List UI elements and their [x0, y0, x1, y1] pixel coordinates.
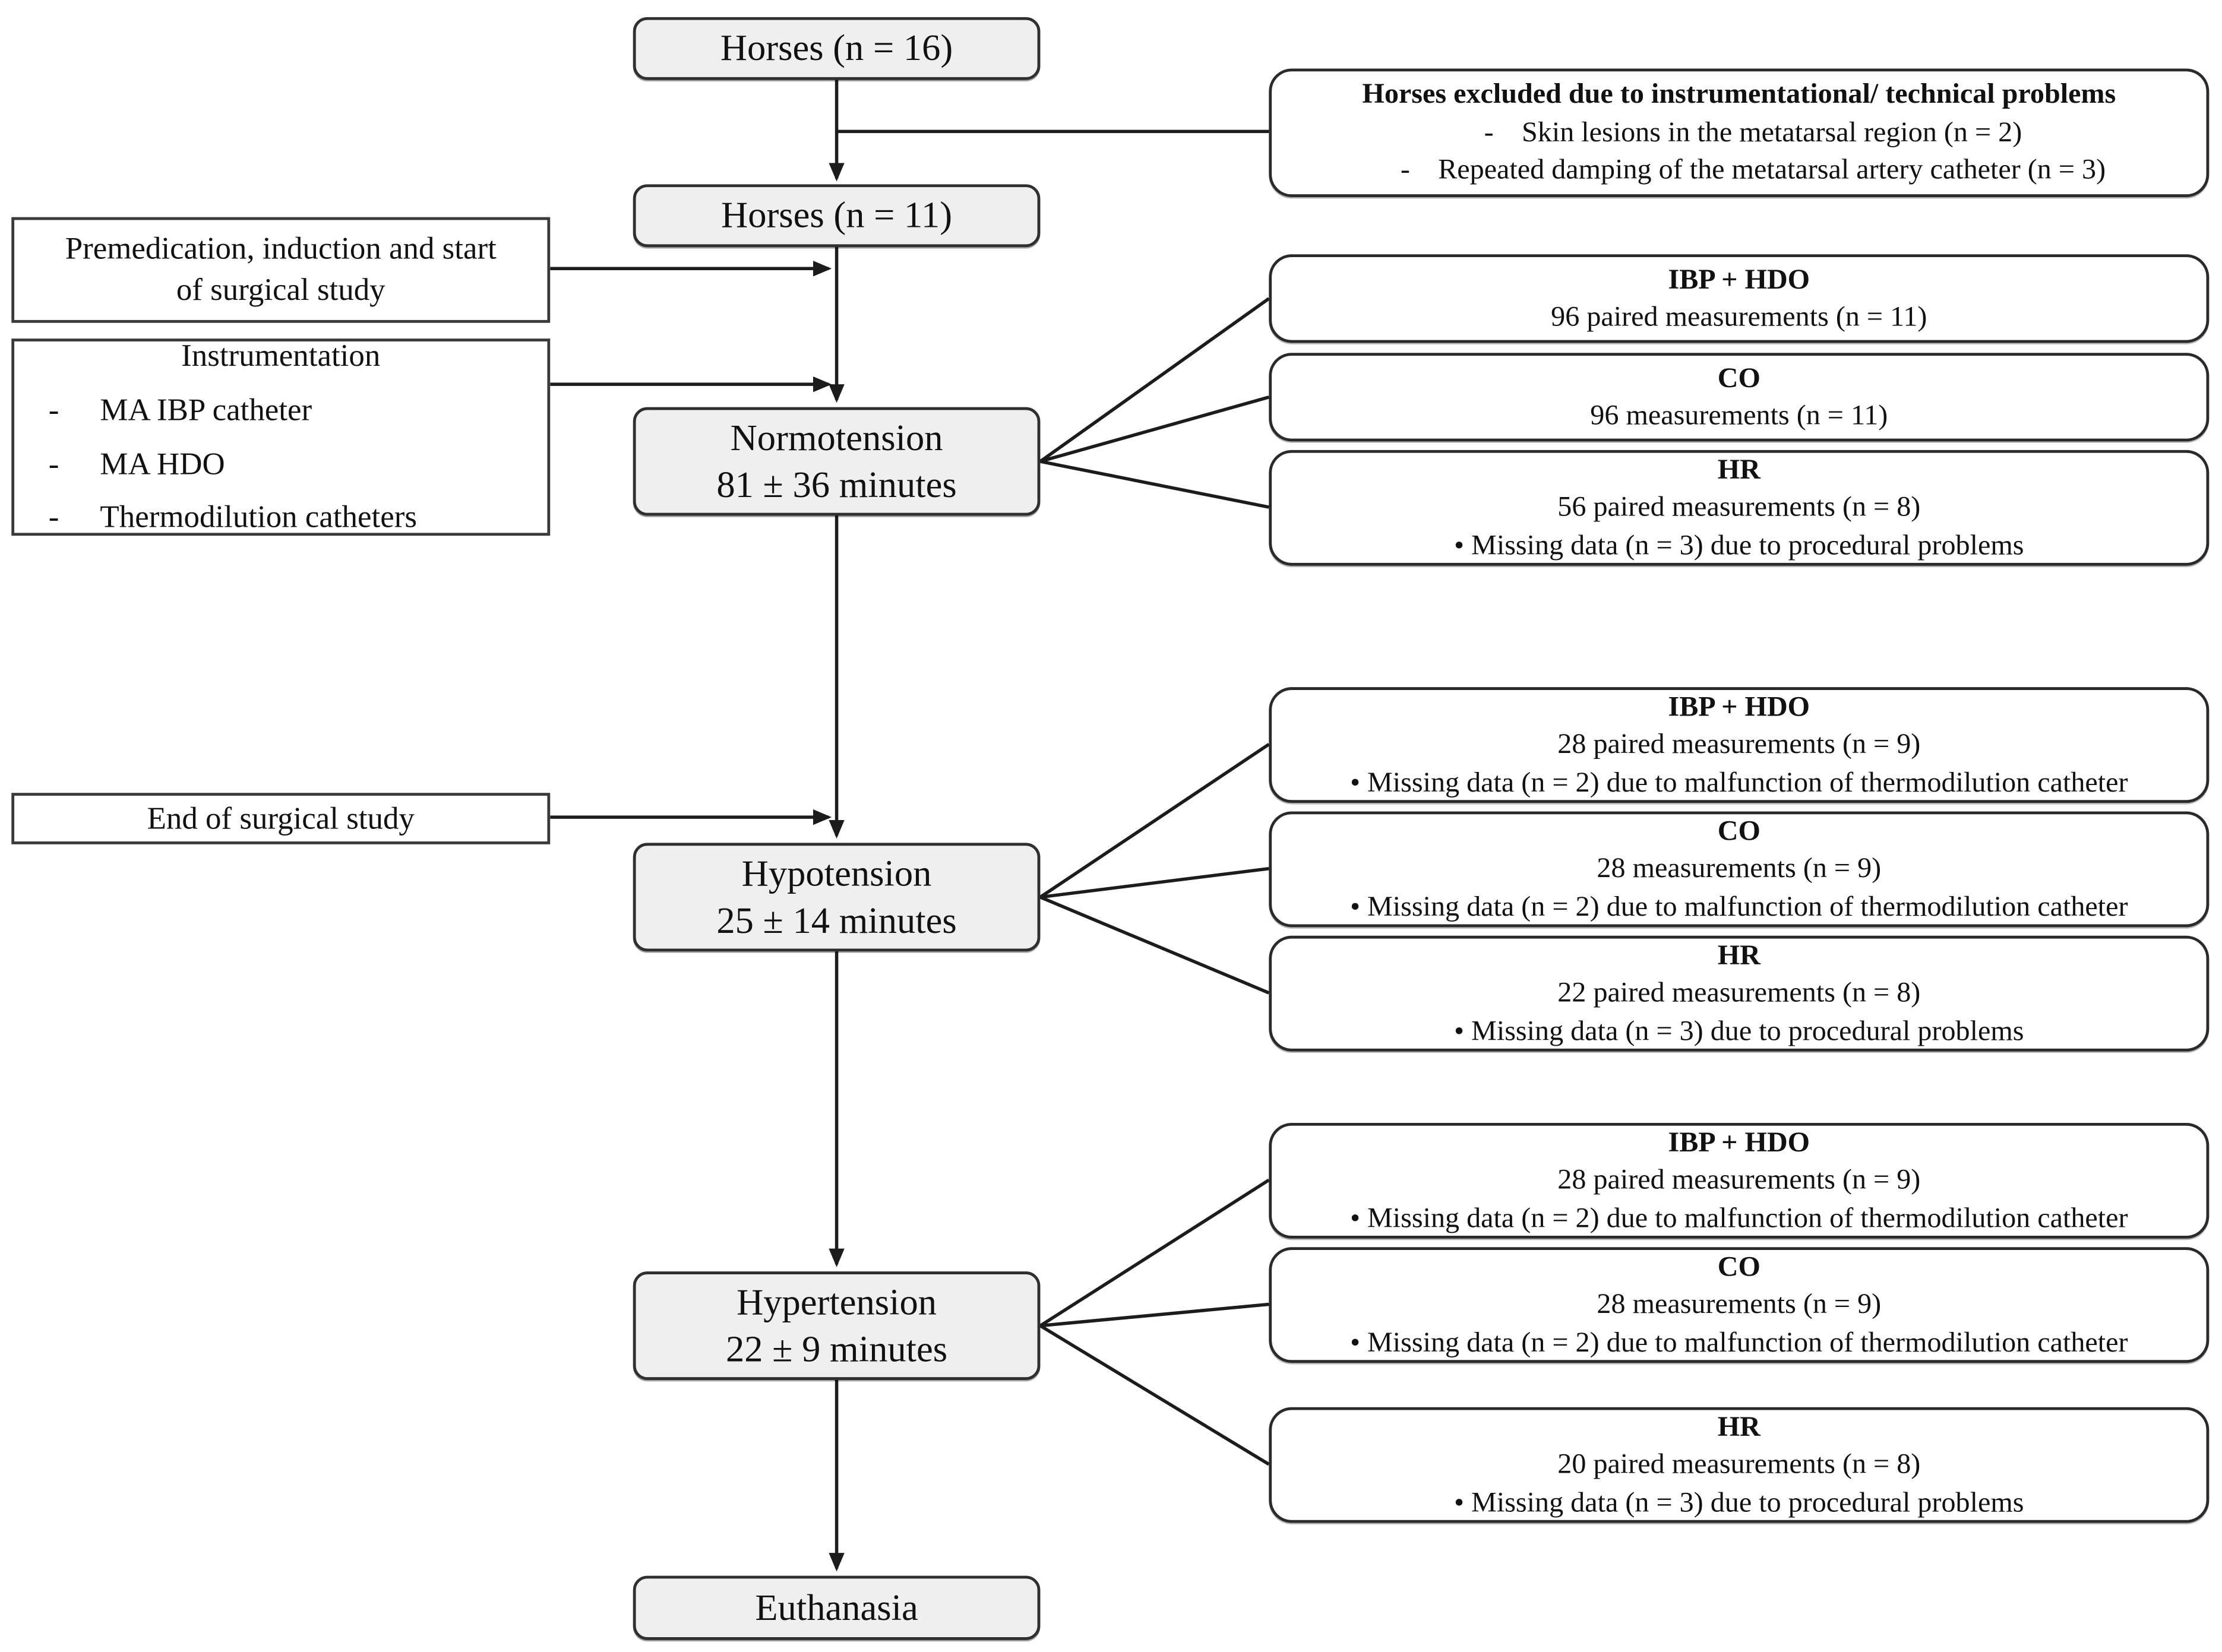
hypertension-duration: 22 ± 9 minutes — [725, 1328, 948, 1371]
dash-bullet: - — [1400, 154, 1410, 186]
instrumentation-item: - MA HDO — [14, 444, 547, 485]
measurement-note: • Missing data (n = 2) due to malfunctio… — [1350, 891, 2128, 923]
end-of-study-box: End of surgical study — [11, 793, 551, 844]
normotension-box: Normotension 81 ± 36 minutes — [633, 407, 1041, 516]
exclusion-item: -Skin lesions in the metatarsal region (… — [1456, 114, 2022, 151]
hypertension-box: Hypertension 22 ± 9 minutes — [633, 1271, 1041, 1380]
measurement-box-hypertension-co: CO 28 measurements (n = 9) • Missing dat… — [1269, 1247, 2210, 1363]
dash-bullet: - — [48, 498, 59, 534]
exclusion-item-label: Skin lesions in the metatarsal region (n… — [1522, 116, 2022, 148]
measurement-note: • Missing data (n = 2) due to malfunctio… — [1350, 767, 2128, 799]
measurement-box-hypotension-co: CO 28 measurements (n = 9) • Missing dat… — [1269, 811, 2210, 928]
instrumentation-heading: Instrumentation — [181, 337, 381, 374]
exclusion-item: -Repeated damping of the metatarsal arte… — [1373, 151, 2106, 189]
horses-16-label: Horses (n = 16) — [720, 27, 953, 69]
hypotension-duration: 25 ± 14 minutes — [716, 900, 957, 942]
dash-bullet: - — [48, 391, 59, 428]
exclusion-item-label: Repeated damping of the metatarsal arter… — [1438, 154, 2106, 186]
measurement-title: IBP + HDO — [1668, 1126, 1810, 1159]
horses-11-box: Horses (n = 11) — [633, 184, 1041, 248]
instrumentation-item-label: Thermodilution catheters — [100, 498, 417, 534]
euthanasia-box: Euthanasia — [633, 1575, 1041, 1640]
measurement-title: CO — [1717, 1251, 1760, 1283]
exclusion-box: Horses excluded due to instrumentational… — [1269, 68, 2210, 197]
euthanasia-label: Euthanasia — [755, 1587, 918, 1629]
measurement-title: CO — [1717, 815, 1760, 847]
dash-bullet: - — [48, 445, 59, 481]
measurement-value: 28 paired measurements (n = 9) — [1557, 1164, 1921, 1197]
measurement-box-normotension-co: CO 96 measurements (n = 11) — [1269, 353, 2210, 442]
instrumentation-item-label: MA HDO — [100, 445, 225, 481]
measurement-value: 96 measurements (n = 11) — [1590, 400, 1888, 432]
measurement-box-normotension-ibp-hdo: IBP + HDO 96 paired measurements (n = 11… — [1269, 254, 2210, 343]
measurement-box-normotension-hr: HR 56 paired measurements (n = 8) • Miss… — [1269, 450, 2210, 566]
instrumentation-item-label: MA IBP catheter — [100, 391, 312, 428]
measurement-title: IBP + HDO — [1668, 264, 1810, 296]
measurement-box-hypotension-ibp-hdo: IBP + HDO 28 paired measurements (n = 9)… — [1269, 687, 2210, 803]
measurement-title: IBP + HDO — [1668, 691, 1810, 723]
measurement-box-hypertension-hr: HR 20 paired measurements (n = 8) • Miss… — [1269, 1407, 2210, 1523]
measurement-value: 28 measurements (n = 9) — [1597, 1289, 1882, 1321]
measurement-value: 22 paired measurements (n = 8) — [1557, 977, 1921, 1009]
measurement-box-hypotension-hr: HR 22 paired measurements (n = 8) • Miss… — [1269, 935, 2210, 1052]
measurement-note: • Missing data (n = 2) due to malfunctio… — [1350, 1327, 2128, 1359]
measurement-title: CO — [1717, 362, 1760, 394]
instrumentation-box: Instrumentation - MA IBP catheter - MA H… — [11, 337, 551, 538]
normotension-duration: 81 ± 36 minutes — [716, 464, 957, 506]
premedication-label: Premedication, induction and start of su… — [65, 230, 497, 308]
premedication-box: Premedication, induction and start of su… — [11, 217, 551, 323]
measurement-title: HR — [1717, 939, 1760, 971]
hypertension-label: Hypertension — [737, 1281, 937, 1323]
measurement-value: 56 paired measurements (n = 8) — [1557, 492, 1921, 524]
hypotension-box: Hypotension 25 ± 14 minutes — [633, 843, 1041, 952]
dash-bullet: - — [1484, 116, 1494, 148]
measurement-value: 96 paired measurements (n = 11) — [1551, 301, 1927, 333]
horses-16-box: Horses (n = 16) — [633, 17, 1041, 80]
measurement-value: 28 paired measurements (n = 9) — [1557, 729, 1921, 761]
measurement-title: HR — [1717, 1411, 1760, 1443]
measurement-value: 28 measurements (n = 9) — [1597, 853, 1882, 885]
measurement-note: • Missing data (n = 3) due to procedural… — [1454, 1486, 2024, 1518]
measurement-box-hypertension-ibp-hdo: IBP + HDO 28 paired measurements (n = 9)… — [1269, 1122, 2210, 1239]
measurement-note: • Missing data (n = 2) due to malfunctio… — [1350, 1202, 2128, 1234]
end-of-study-label: End of surgical study — [147, 799, 415, 836]
measurement-value: 20 paired measurements (n = 8) — [1557, 1449, 1921, 1481]
instrumentation-item: - MA IBP catheter — [14, 390, 547, 431]
measurement-title: HR — [1717, 454, 1760, 486]
normotension-label: Normotension — [730, 416, 943, 458]
exclusion-title: Horses excluded due to instrumentational… — [1362, 79, 2116, 111]
measurement-note: • Missing data (n = 3) due to procedural… — [1454, 1015, 2024, 1047]
horses-11-label: Horses (n = 11) — [721, 195, 953, 236]
instrumentation-item: - Thermodilution catheters — [14, 497, 547, 538]
hypotension-label: Hypotension — [741, 852, 932, 894]
measurement-note: • Missing data (n = 3) due to procedural… — [1454, 529, 2024, 561]
